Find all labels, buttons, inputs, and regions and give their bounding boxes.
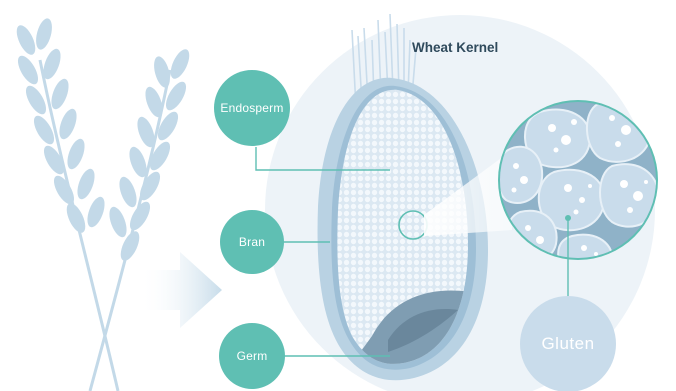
right-arrow-icon xyxy=(140,252,222,328)
endosperm-label-circle xyxy=(214,70,290,146)
diagram-title: Wheat Kernel xyxy=(412,40,498,55)
bran-label-circle xyxy=(220,210,284,274)
germ-label-circle xyxy=(219,323,285,389)
wheat-stalk-icon xyxy=(13,17,193,391)
gluten-label-circle xyxy=(520,296,616,391)
gluten-leader-dot xyxy=(565,215,571,221)
